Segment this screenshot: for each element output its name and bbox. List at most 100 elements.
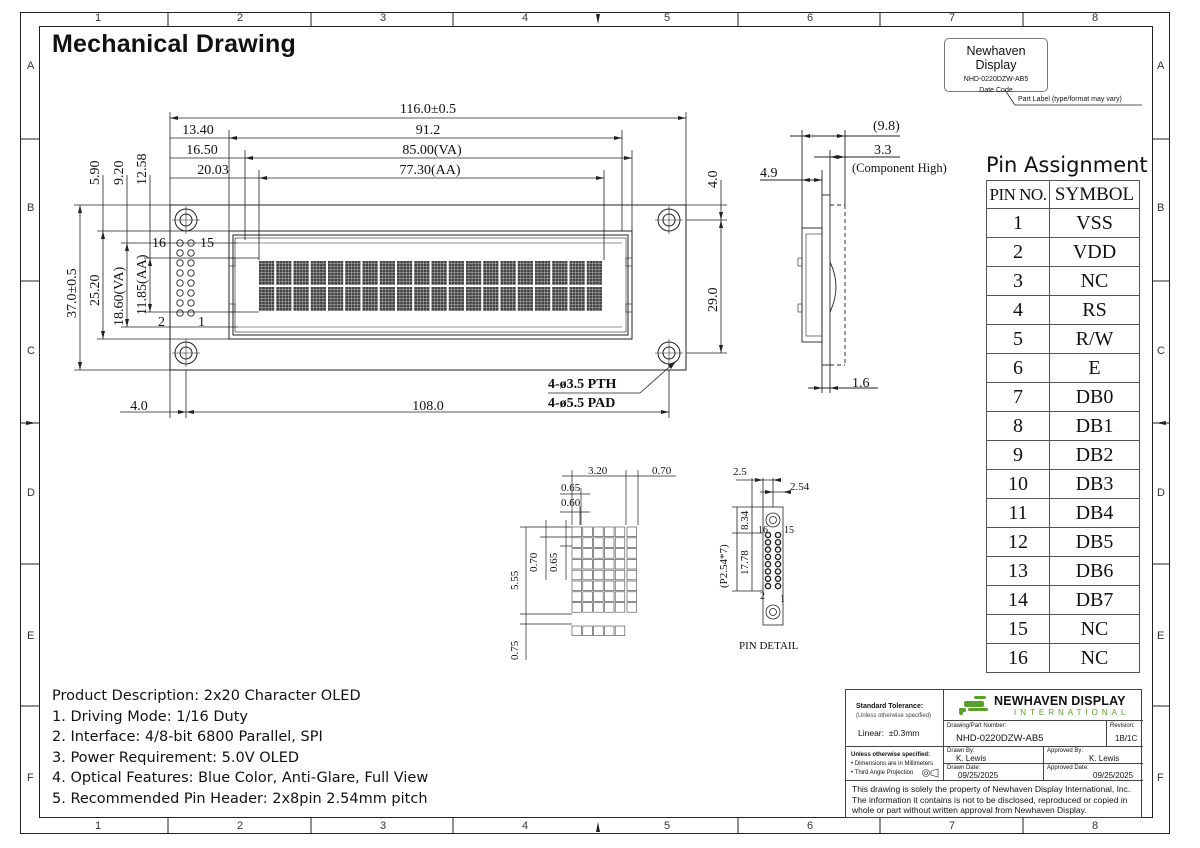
pin-detail-label: PIN DETAIL [739,640,799,652]
part-label-date-code: Date Code [979,87,1013,94]
dim-20-03: 20.03 [197,163,229,178]
pin-15-label: 15 [200,236,214,251]
zone-col-6-bottom: 6 [806,820,814,832]
description-line: 1. Driving Mode: 1/16 Duty [52,708,249,725]
dimension-units-note: • Dimensions are in Millimeters [851,761,934,767]
pin-16-label: 16 [152,236,166,251]
drawing-border-inner [39,26,1153,818]
pd-dim-17-78: 17.78 [739,550,751,575]
pin-symbol-cell: RS [1049,295,1140,325]
dot-dim-0-70v: 0.70 [528,552,540,572]
revision-cell: Revision: 1B/1C [1107,721,1143,747]
dim-16-50: 16.50 [186,143,218,158]
notes-cell: Unless otherwise specified: • Dimensions… [846,747,944,781]
approved-date-label: Approved Date: [1047,765,1089,771]
zone-row-c-left: C [27,345,35,357]
dot-dim-3-20: 3.20 [588,465,608,477]
approved-date-value: 09/25/2025 [1093,771,1134,780]
zone-col-4-top: 4 [521,12,529,24]
linear-label: Linear: [858,728,884,738]
dim-va-width: 85.00(VA) [402,143,462,158]
pin-assignment-title: Pin Assignment [986,153,1148,177]
pin-table-header-pin: PIN NO. [986,180,1050,209]
pin-number-cell: 11 [986,498,1050,528]
pin-number-cell: 1 [986,208,1050,238]
description-line: 2. Interface: 4/8-bit 6800 Parallel, SPI [52,729,323,745]
header-pins [176,239,195,317]
pin-number-cell: 4 [986,295,1050,325]
dim-va-height: 18.60(VA) [112,266,127,326]
drawn-by-cell: Drawn By: K. Lewis [944,747,1044,764]
logo-main-text: NEWHAVEN DISPLAY [994,694,1126,708]
zone-col-7-bottom: 7 [948,820,956,832]
dim-91-2: 91.2 [416,123,441,138]
dim-hole-pitch: 108.0 [412,399,444,414]
zone-row-d-left: D [27,487,35,499]
zone-row-a-right: A [1157,60,1165,72]
part-label-part: NHD-0220DZW-AB5 [963,76,1029,83]
approved-by-cell: Approved By: K. Lewis [1044,747,1143,764]
zone-col-8-top: 8 [1091,12,1099,24]
projection-note: • Third Angle Projection [851,770,914,776]
pd-dim-p254: (P2.54*7) [718,544,730,588]
pin-table-header-row: PIN NO. SYMBOL [986,180,1140,209]
display-bezel [228,230,633,340]
dim-aa-width: 77.30(AA) [399,163,460,178]
zone-row-a-left: A [27,60,35,72]
pin-2-label: 2 [158,315,165,330]
pin-number-cell: 3 [986,266,1050,296]
pd-dim-8-34: 8.34 [739,510,751,530]
pin-number-cell: 13 [986,556,1050,586]
dot-dim-0-75: 0.75 [509,640,521,660]
description-line: 5. Recommended Pin Header: 2x8pin 2.54mm… [52,790,428,807]
dim-hole-pad: 4-ø5.5 PAD [548,396,615,411]
pin-number-cell: 15 [986,614,1050,644]
revision-value: 1B/1C [1115,734,1138,743]
dim-aa-height: 11.85(AA) [135,254,150,315]
drawn-by-value: K. Lewis [956,754,987,763]
pin-symbol-cell: DB2 [1049,440,1140,470]
part-number-cell: Drawing/Part Number: NHD-0220DZW-AB5 [944,721,1107,747]
approved-by-value: K. Lewis [1089,754,1120,763]
description-line: 3. Power Requirement: 5.0V OLED [52,749,300,766]
approved-date-cell: Approved Date: 09/25/2025 [1044,764,1143,781]
zone-col-8-bottom: 8 [1091,820,1099,832]
drawn-by-label: Drawn By: [947,748,975,754]
zone-col-3-bottom: 3 [379,820,387,832]
description-line: 4. Optical Features: Blue Color, Anti-Gl… [52,770,429,786]
pin-number-cell: 7 [986,382,1050,412]
pd-pin-15: 15 [784,525,794,536]
dim-4-0-top: 4.0 [706,171,721,189]
drawn-date-value: 09/25/2025 [958,771,999,780]
pd-pin-2: 2 [760,591,765,602]
pin-number-cell: 16 [986,643,1050,673]
pin-symbol-cell: DB3 [1049,469,1140,499]
dot-dim-0-65a: 0.65 [561,482,581,494]
zone-col-2-top: 2 [236,12,244,24]
part-label-company: Newhaven Display [966,44,1026,72]
revision-label: Revision: [1110,723,1135,729]
zone-row-d-right: D [1157,487,1165,499]
zone-col-4-bottom: 4 [521,820,529,832]
pin-symbol-cell: VDD [1049,237,1140,267]
pin-table-header-symbol: SYMBOL [1049,180,1140,209]
tolerance-sub: (Unless otherwise specified) [856,713,932,719]
zone-col-1-bottom: 1 [94,820,102,832]
pin-symbol-cell: R/W [1049,324,1140,354]
ownership-disclaimer: This drawing is solely the property of N… [852,784,1131,815]
zone-col-3-top: 3 [379,12,387,24]
tolerance-title: Standard Tolerance: [856,703,924,710]
character-grid [259,261,602,311]
pin-symbol-cell: DB1 [1049,411,1140,441]
description-line: Product Description: 2x20 Character OLED [52,688,361,704]
